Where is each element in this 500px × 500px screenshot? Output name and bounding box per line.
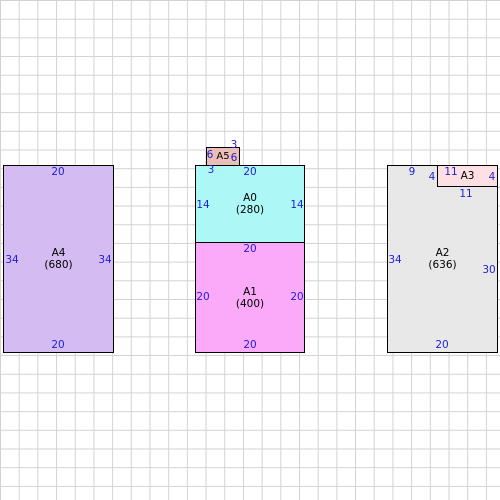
room-a2-area: (636) [428, 259, 457, 271]
room-a2-name: A2 [435, 247, 450, 259]
room-a5-bottom-dim: 3 [207, 163, 215, 176]
room-a2-bottom-dim: 20 [435, 338, 449, 351]
room-a1-name: A1 [243, 285, 257, 298]
room-a2[interactable]: A2 (636) [387, 165, 498, 353]
room-a3-label: A3 [438, 170, 497, 182]
room-a1-bottom-dim: 20 [243, 338, 257, 351]
room-a4-bottom-dim: 20 [51, 338, 65, 351]
room-a0-left-dim: 14 [196, 198, 210, 211]
room-a1-right-dim: 20 [290, 290, 304, 303]
room-a0[interactable]: A0 (280) [195, 165, 305, 243]
room-a0-area: (280) [235, 204, 265, 216]
room-a1-area: (400) [235, 297, 265, 310]
room-a3-right-dim: 4 [488, 170, 496, 183]
room-a4-name: A4 [51, 247, 66, 259]
room-a0-right-dim: 14 [290, 198, 304, 211]
room-a5-name: A5 [216, 150, 230, 162]
room-a5-label: A5 [207, 151, 239, 163]
room-a0-top-dim: 20 [243, 165, 257, 178]
room-a3-name: A3 [460, 170, 475, 182]
room-a3-left-dim: 11 [444, 165, 458, 178]
room-a1[interactable]: A1 (400) [195, 242, 305, 353]
room-a2-label: A2 (636) [388, 247, 497, 271]
room-a3[interactable]: A3 [437, 165, 498, 187]
room-a2-left-dim: 34 [388, 253, 402, 266]
room-a2-notch-left-dim: 4 [428, 170, 436, 183]
room-a2-top-dim: 9 [408, 165, 416, 178]
room-a1-top-dim: 20 [243, 242, 257, 255]
room-a0-label: A0 (280) [196, 192, 304, 216]
room-a4-top-dim: 20 [51, 165, 65, 178]
room-a1-label: A1 (400) [196, 286, 304, 310]
room-a5-left-dim: 6 [206, 148, 214, 161]
room-a2-right-dim: 30 [482, 263, 496, 276]
room-a4-right-dim: 34 [98, 253, 112, 266]
room-a1-left-dim: 20 [196, 290, 210, 303]
room-a4[interactable]: A4 (680) [3, 165, 114, 353]
room-a4-left-dim: 34 [5, 253, 19, 266]
room-a4-label: A4 (680) [4, 247, 113, 271]
room-a5-top-dim: 3 [230, 138, 238, 151]
room-a0-name: A0 [243, 192, 257, 204]
room-a5-right-dim: 6 [230, 151, 238, 164]
room-a4-area: (680) [44, 259, 73, 271]
room-a5[interactable]: A5 [206, 147, 240, 166]
room-a2-notch-bottom-dim: 11 [459, 187, 473, 200]
